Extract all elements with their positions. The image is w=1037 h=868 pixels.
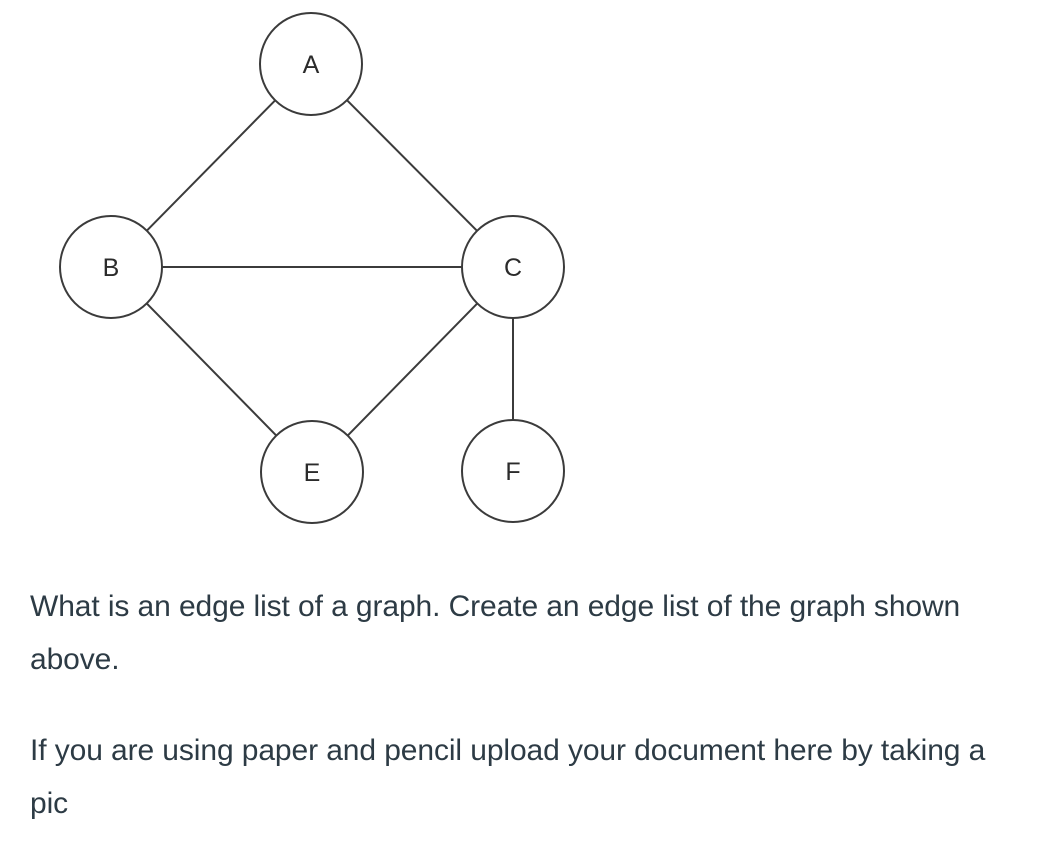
question-text-block: What is an edge list of a graph. Create … xyxy=(30,580,1010,830)
question-paragraph-2: If you are using paper and pencil upload… xyxy=(30,734,986,820)
graph-node-circle-e xyxy=(260,420,364,524)
graph-node-circle-c xyxy=(461,215,565,319)
graph-node-group: A B C E F xyxy=(59,12,565,524)
graph-node-label-e: E xyxy=(304,459,321,487)
graph-node-label-b: B xyxy=(103,254,120,282)
graph-node-circle-b xyxy=(59,215,163,319)
graph-figure: A B C E F xyxy=(0,0,620,545)
graph-edge-group xyxy=(145,99,514,437)
graph-node-circle-f xyxy=(461,419,565,523)
graph-node-b: B xyxy=(59,215,163,319)
graph-node-circle-a xyxy=(259,12,363,116)
graph-node-e: E xyxy=(260,420,364,524)
graph-edge-b-e xyxy=(145,302,278,437)
graph-node-a: A xyxy=(259,12,363,116)
graph-node-label-f: F xyxy=(505,458,520,486)
graph-node-label-a: A xyxy=(303,51,320,79)
graph-node-c: C xyxy=(461,215,565,319)
graph-edge-a-c xyxy=(346,99,478,232)
graph-edge-a-b xyxy=(146,99,276,232)
graph-node-f: F xyxy=(461,419,565,523)
question-paragraph-1: What is an edge list of a graph. Create … xyxy=(30,590,961,676)
graph-edge-c-e xyxy=(346,302,479,437)
graph-canvas: A B C E F xyxy=(59,12,565,524)
graph-node-label-c: C xyxy=(504,254,522,282)
